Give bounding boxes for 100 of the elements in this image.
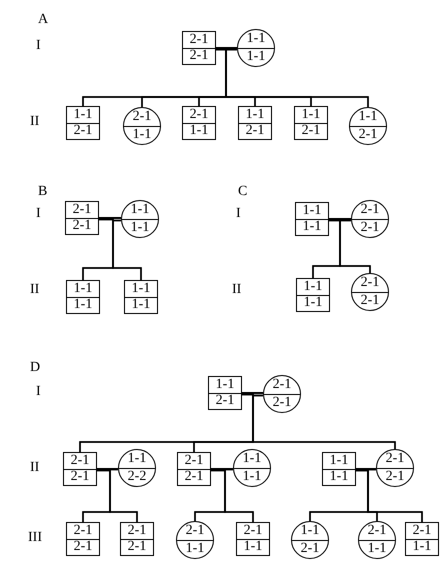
female-circle (237, 29, 275, 67)
genotype-label: 2-1 (67, 122, 99, 139)
genotype-label: 1-1 (124, 126, 160, 144)
genotype-label: 1-1 (300, 107, 322, 122)
genotype-label: 1-1 (328, 453, 350, 468)
male-square (294, 106, 328, 140)
genotype-label: 1-1 (359, 540, 395, 558)
male-square (182, 106, 216, 140)
genotype-label: 2-1 (242, 523, 264, 538)
mating-line (329, 218, 351, 220)
generation-numeral: I (236, 206, 241, 222)
mating-line (99, 217, 121, 219)
male-square (66, 522, 100, 556)
genotype-label: 2-1 (121, 538, 153, 555)
male-square (236, 522, 270, 556)
genotype-label: 2-1 (295, 122, 327, 139)
female-circle (351, 273, 389, 311)
genotype-label: 1-1 (297, 294, 329, 311)
genotype-label: 2-1 (264, 394, 300, 412)
genotype-label: 2-1 (272, 376, 292, 394)
genotype-label: 1-1 (296, 218, 328, 235)
mating-line (216, 47, 237, 49)
generation-numeral: II (232, 282, 242, 298)
female-circle (376, 449, 414, 487)
female-circle (358, 521, 396, 559)
genotype-label: 1-1 (183, 122, 215, 139)
female-circle (291, 521, 329, 559)
genotype-label: 1-1 (126, 450, 148, 468)
genotype-label: 1-1 (302, 203, 322, 218)
genotype-label: 2-1 (292, 540, 328, 558)
genotype-label: 2-1 (360, 201, 380, 218)
genotype-label: 2-1 (209, 392, 241, 409)
generation-numeral: I (36, 38, 41, 54)
genotype-label: 2-1 (188, 32, 210, 48)
genotype-label: 2-1 (132, 108, 152, 126)
genotype-label: 1-1 (234, 468, 270, 486)
genotype-label: 1-1 (177, 540, 213, 558)
male-square (322, 452, 356, 486)
genotype-label: 1-1 (323, 468, 355, 485)
genotype-label: 2-1 (350, 126, 386, 144)
genotype-label: 2-1 (384, 450, 406, 468)
male-square (120, 522, 154, 556)
genotype-label: 2-1 (64, 468, 96, 485)
female-circle (121, 200, 159, 238)
genotype-label: 1-1 (238, 48, 274, 66)
genotype-label: 2-1 (188, 107, 210, 122)
generation-numeral: II (30, 282, 40, 298)
genotype-label: 1-1 (72, 281, 94, 296)
descent-line (339, 220, 371, 273)
mating-line (211, 468, 233, 470)
descent-line (367, 468, 423, 522)
panel-letter: A (38, 12, 48, 28)
genotype-label: 1-1 (406, 538, 438, 555)
male-square (177, 452, 211, 486)
female-circle (351, 200, 389, 238)
genotype-label: 2-1 (377, 468, 413, 486)
male-square (208, 376, 242, 410)
generation-numeral: I (36, 206, 41, 222)
male-square (405, 522, 439, 556)
genotype-label: 1-1 (130, 201, 150, 218)
genotype-label: 2-1 (72, 202, 92, 218)
genotype-label: 1-1 (237, 538, 269, 555)
male-square (66, 106, 100, 140)
female-circle (123, 107, 161, 145)
descent-line (109, 468, 138, 522)
genotype-label: 2-1 (184, 453, 204, 468)
genotype-label: 2-1 (70, 453, 90, 468)
female-circle (118, 449, 156, 487)
descent-line (224, 468, 254, 522)
genotype-label: 2-1 (178, 468, 210, 485)
female-circle (349, 107, 387, 145)
generation-numeral: III (28, 530, 42, 546)
genotype-label: 1-1 (358, 108, 378, 126)
genotype-label: 2-1 (184, 522, 206, 540)
panel-letter: D (30, 360, 40, 376)
genotype-label: 2-1 (126, 523, 148, 538)
genotype-label: 1-1 (125, 296, 157, 313)
genotype-label: 1-1 (130, 281, 152, 296)
mating-line (242, 392, 263, 394)
male-square (124, 280, 158, 314)
genotype-label: 1-1 (214, 377, 236, 392)
female-circle (176, 521, 214, 559)
genotype-label: 1-1 (242, 450, 262, 468)
genotype-label: 1-1 (246, 30, 266, 48)
genotype-label: 2-1 (352, 292, 388, 310)
genotype-label: 1-1 (122, 218, 158, 237)
genotype-label: 2-1 (366, 522, 388, 540)
male-square (296, 278, 330, 312)
male-square (295, 202, 329, 236)
genotype-label: 2-1 (72, 523, 94, 538)
panel-letter: B (38, 184, 48, 200)
genotype-label: 1-1 (302, 279, 324, 294)
genotype-label: 1-1 (72, 107, 94, 122)
genotype-label: 2-1 (412, 523, 432, 538)
panel-letter: C (238, 184, 248, 200)
generation-numeral: II (30, 114, 40, 130)
genotype-label: 2-1 (360, 274, 380, 292)
male-square (238, 106, 272, 140)
genotype-label: 2-1 (239, 122, 271, 139)
male-square (63, 452, 97, 486)
